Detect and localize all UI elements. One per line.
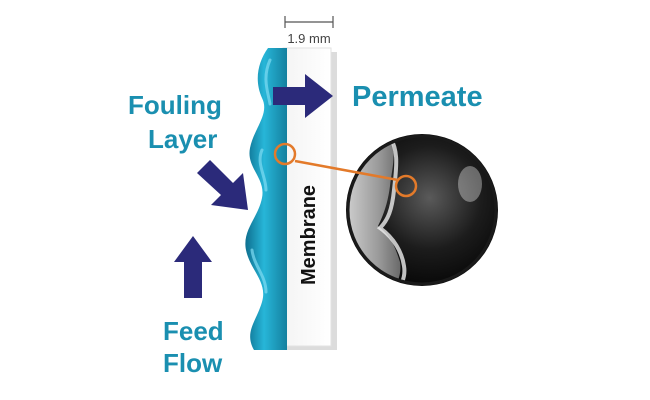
feed-label-line1: Feed: [163, 316, 224, 346]
permeate-label: Permeate: [352, 81, 483, 113]
fouling-layer-highlight: [250, 58, 272, 294]
callout: [273, 142, 418, 198]
fouling-label-line2: Layer: [148, 124, 217, 154]
scale-bar-label: 1.9 mm: [287, 31, 330, 46]
feed-label-line2: Flow: [163, 348, 223, 378]
feed-flow-arrow-icon: [174, 236, 212, 298]
membrane-label: Membrane: [298, 185, 320, 285]
fouling-layer: [245, 48, 287, 350]
callout-circle-lens: [394, 174, 418, 198]
callout-circle-small: [273, 142, 297, 166]
scale-bar: 1.9 mm: [284, 16, 334, 46]
permeate-arrow-icon: [273, 74, 333, 118]
magnified-view: [346, 134, 498, 286]
fouling-label-line1: Fouling: [128, 90, 222, 120]
fouling-arrow-icon: [197, 160, 248, 210]
